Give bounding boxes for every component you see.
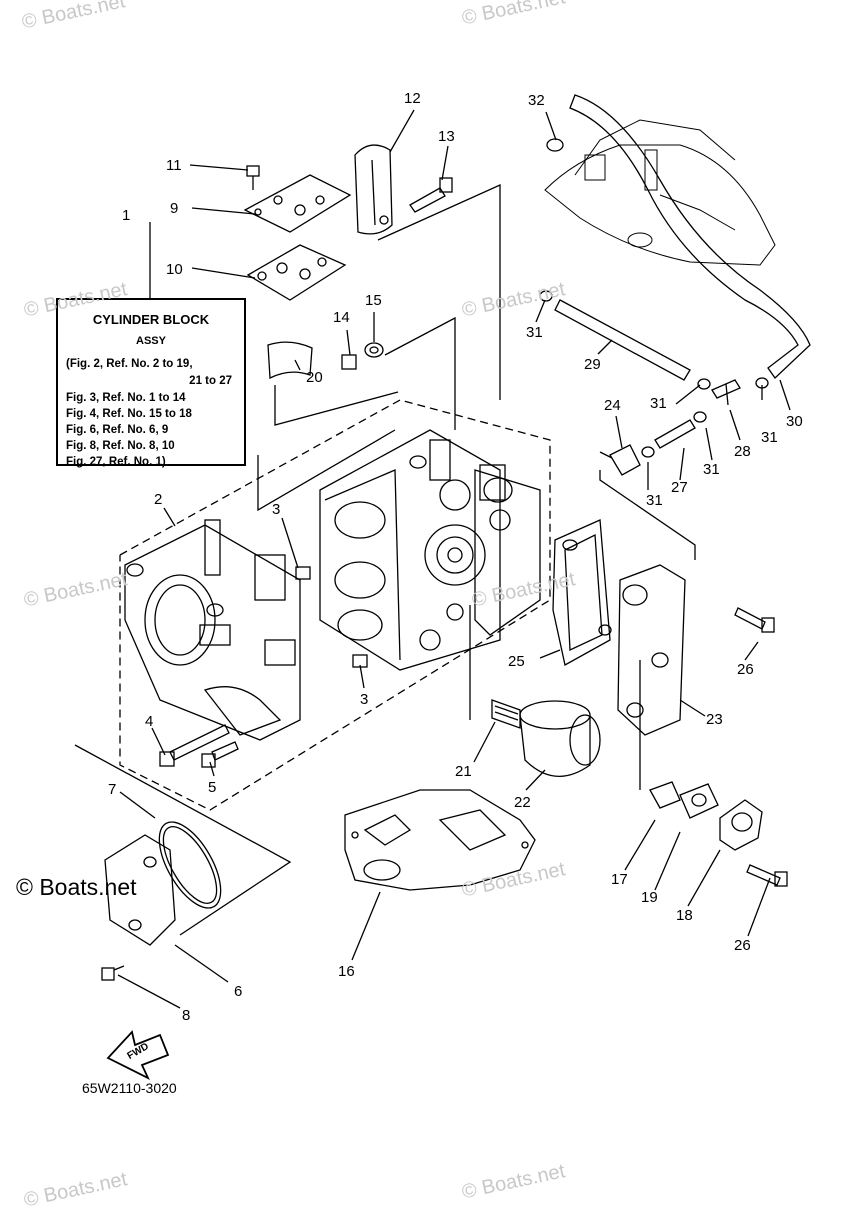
callout-31-c: 31 [761, 429, 778, 446]
callout-30: 30 [786, 413, 803, 430]
title-box-line: Fig. 8, Ref. No. 8, 10 [66, 440, 175, 452]
callout-26-lower: 26 [734, 937, 751, 954]
callout-10: 10 [166, 261, 183, 278]
callout-6: 6 [234, 983, 243, 1000]
callout-17: 17 [611, 871, 628, 888]
callout-8: 8 [182, 1007, 191, 1024]
callout-25: 25 [508, 653, 525, 670]
callout-26-upper: 26 [737, 661, 754, 678]
callout-7: 7 [108, 781, 117, 798]
callout-23: 23 [706, 711, 723, 728]
callout-28: 28 [734, 443, 751, 460]
callout-12: 12 [404, 90, 421, 107]
callout-31-d: 31 [703, 461, 720, 478]
title-box-line: Fig. 27, Ref. No. 1) [66, 456, 166, 468]
watermark-strong: © Boats.net [16, 874, 137, 900]
callout-4: 4 [145, 713, 154, 730]
title-box-line: Fig. 6, Ref. No. 6, 9 [66, 424, 169, 436]
callout-22: 22 [514, 794, 531, 811]
callout-3-lower: 3 [360, 691, 369, 708]
title-box-line: (Fig. 2, Ref. No. 2 to 19, [66, 358, 193, 370]
title-box: CYLINDER BLOCK ASSY (Fig. 2, Ref. No. 2 … [56, 298, 246, 468]
callout-24: 24 [604, 397, 621, 414]
callout-5: 5 [208, 779, 217, 796]
callout-16: 16 [338, 963, 355, 980]
title-box-line: Fig. 3, Ref. No. 1 to 14 [66, 392, 186, 404]
title-box-title: CYLINDER BLOCK [92, 312, 210, 327]
callout-27: 27 [671, 479, 688, 496]
callout-11: 11 [166, 157, 182, 174]
title-box-line: Fig. 4, Ref. No. 15 to 18 [66, 408, 192, 420]
diagram-part-number: 65W2110-3020 [82, 1080, 177, 1096]
title-box-line: 21 to 27 [189, 375, 232, 387]
callout-13: 13 [438, 128, 455, 145]
callout-18: 18 [676, 907, 693, 924]
callout-15: 15 [365, 292, 382, 309]
callout-21: 21 [455, 763, 472, 780]
callout-3-upper: 3 [272, 501, 281, 518]
callout-20: 20 [306, 369, 323, 386]
callout-29: 29 [584, 356, 601, 373]
callout-14: 14 [333, 309, 350, 326]
title-box-subtitle: ASSY [136, 335, 166, 347]
callout-31-e: 31 [646, 492, 663, 509]
callout-9: 9 [170, 200, 179, 217]
callout-1: 1 [122, 207, 131, 224]
callout-31-b: 31 [650, 395, 667, 412]
callout-32: 32 [528, 92, 545, 109]
callout-2: 2 [154, 491, 163, 508]
callout-19: 19 [641, 889, 658, 906]
callout-31-a: 31 [526, 324, 543, 341]
